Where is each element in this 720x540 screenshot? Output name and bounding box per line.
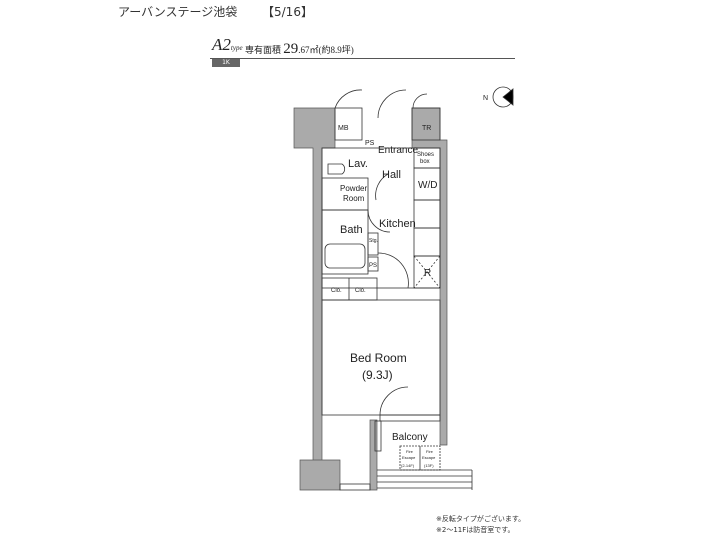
balcony-door — [379, 386, 409, 416]
layout-badge: 1K — [212, 59, 240, 67]
title-rule — [210, 58, 515, 59]
room-label: Powder — [340, 184, 367, 193]
room-label: (9.3J) — [362, 368, 393, 382]
room-label: Escape — [422, 455, 436, 460]
room-label: Balcony — [392, 432, 428, 443]
note-1: ※反転タイプがございます。 — [436, 515, 526, 523]
room-label: Fire — [426, 449, 434, 454]
room-label: Room — [343, 194, 365, 203]
toilet — [327, 163, 346, 175]
room-label: Bed Room — [350, 351, 407, 365]
room-label: (2-14F) — [401, 463, 415, 468]
room-label: (13F) — [424, 463, 434, 468]
room-label: Bath — [340, 224, 363, 236]
note-2: ※2～11Fは防音室です。 — [436, 526, 515, 534]
plan-type: A2type — [212, 35, 243, 54]
room-label: Clo. — [331, 288, 342, 294]
room-label: Lav. — [348, 158, 368, 170]
room-label: Escape — [402, 455, 416, 460]
room-label: Entrance — [378, 145, 418, 156]
entrance-door — [377, 89, 407, 119]
room-label: W/D — [418, 180, 437, 191]
room-label: PS — [369, 263, 377, 269]
room-label: Hall — [382, 169, 401, 181]
room-label: Stg. — [369, 238, 378, 244]
fridge — [413, 255, 441, 289]
room-label: PS — [365, 140, 375, 147]
room-label: Kitchen — [379, 218, 416, 230]
room-label: R — [424, 268, 431, 279]
room-label: N — [483, 95, 488, 102]
room-label: MB — [338, 125, 349, 132]
building-name: アーバンステージ池袋 — [118, 5, 238, 19]
tr-box — [411, 107, 441, 141]
room-label: Fire — [406, 449, 414, 454]
page-indicator: 【5/16】 — [262, 5, 313, 19]
bath — [321, 209, 369, 275]
sink — [413, 227, 441, 257]
room-label: Shoes — [417, 152, 434, 158]
ps2-box — [367, 256, 379, 272]
room-label: TR — [422, 125, 431, 132]
stove — [413, 199, 441, 229]
mb-box — [334, 107, 363, 141]
bathtub — [324, 243, 366, 269]
room-label: Clo. — [355, 288, 366, 294]
mb-door — [334, 89, 363, 109]
plan-area: 専有面積 29.67㎡(約8.9坪) — [245, 41, 354, 57]
stg — [367, 232, 379, 256]
room-label: box — [420, 159, 430, 165]
